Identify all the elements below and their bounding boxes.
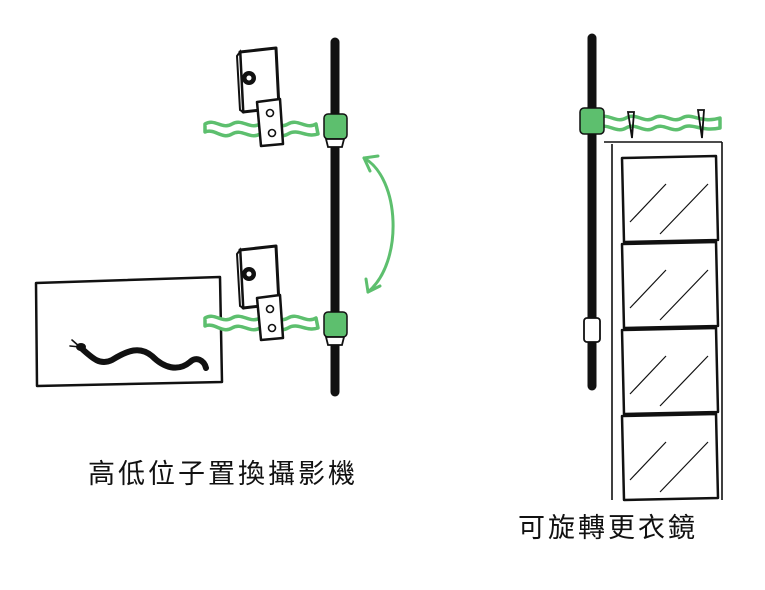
mirror-panel	[620, 154, 720, 244]
right-panel-caption: 可旋轉更衣鏡	[518, 513, 698, 544]
terrarium	[34, 275, 224, 388]
snake-icon	[69, 339, 209, 371]
right-panel	[579, 33, 723, 502]
mirror-panel	[620, 326, 720, 416]
mirror-mount	[579, 107, 722, 143]
left-panel-caption: 高低位子置換攝影機	[88, 459, 358, 490]
mirror-panel	[620, 240, 720, 330]
swap-arrow-icon	[362, 154, 395, 294]
lower-camera-mount	[203, 244, 348, 346]
upper-camera-mount	[203, 46, 348, 148]
camera-bracket	[255, 293, 285, 342]
mirror-icon	[611, 142, 723, 502]
camera-bracket	[255, 97, 285, 148]
left-panel	[34, 37, 395, 397]
right-pole	[583, 33, 601, 391]
mirror-panel	[620, 412, 720, 502]
